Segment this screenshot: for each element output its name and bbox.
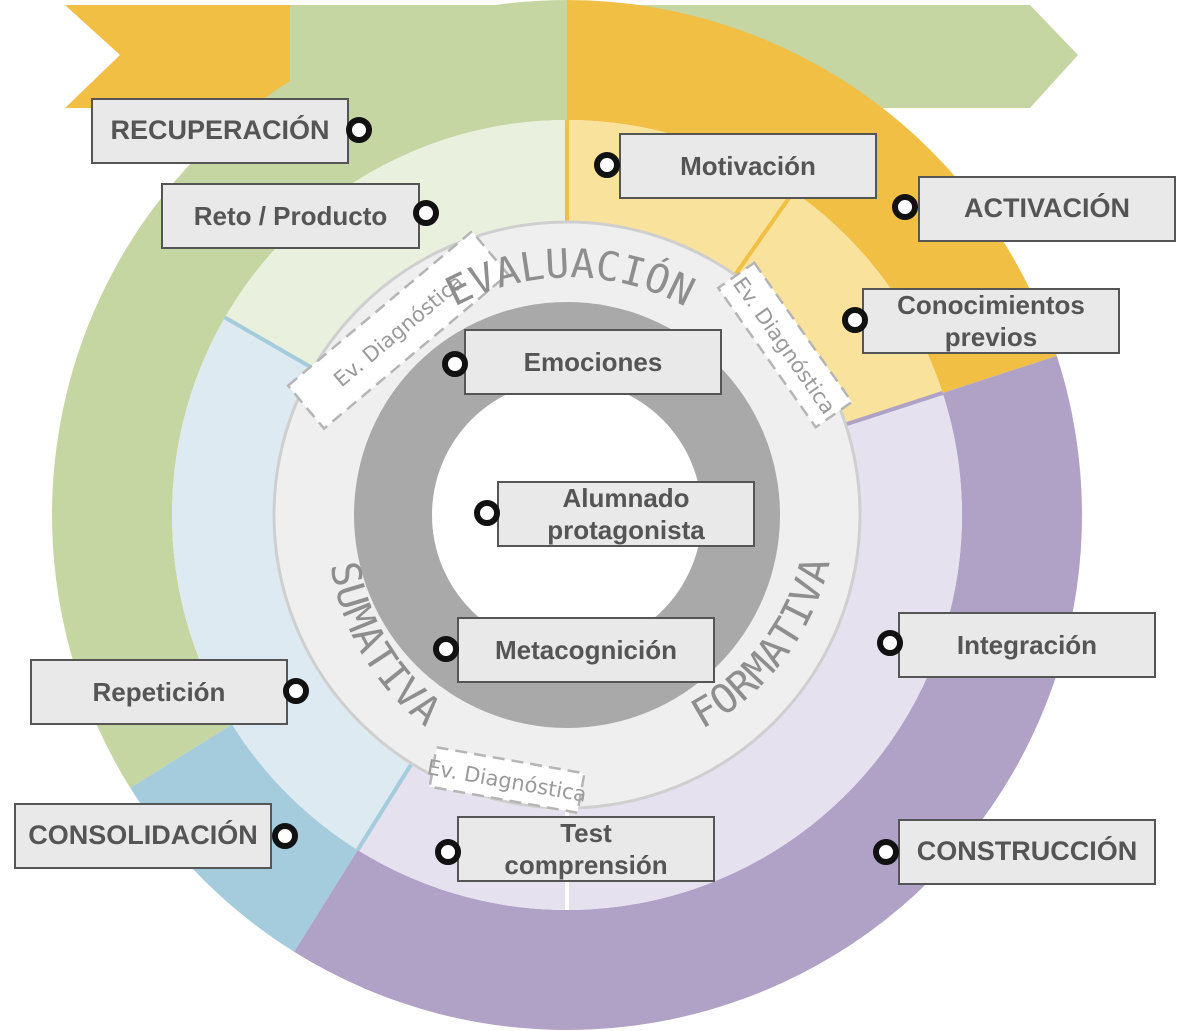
motivacion-label[interactable]: Motivación <box>619 133 877 199</box>
emociones-node[interactable] <box>442 351 468 377</box>
sector-divider-line <box>355 759 416 852</box>
consolidacion-label[interactable]: CONSOLIDACIÓN <box>14 803 272 869</box>
repeticion-label[interactable]: Repetición <box>30 659 288 725</box>
alumnado-protagonista-node[interactable] <box>474 500 500 526</box>
reto-producto-node[interactable] <box>413 200 439 226</box>
alumnado-protagonista-label[interactable]: Alumnado protagonista <box>497 481 755 547</box>
emociones-label[interactable]: Emociones <box>464 329 722 395</box>
integracion-node[interactable] <box>877 630 903 656</box>
consolidacion-node[interactable] <box>272 823 298 849</box>
activacion-label[interactable]: ACTIVACIÓN <box>918 176 1176 242</box>
test-comprension-label[interactable]: Test comprensión <box>457 816 715 882</box>
recuperacion-node[interactable] <box>346 117 372 143</box>
construccion-node[interactable] <box>873 839 899 865</box>
reto-producto-label[interactable]: Reto / Producto <box>161 183 420 249</box>
construccion-label[interactable]: CONSTRUCCIÓN <box>898 819 1156 885</box>
recuperacion-label[interactable]: RECUPERACIÓN <box>91 98 349 164</box>
conocimientos-previos-label[interactable]: Conocimientos previos <box>862 288 1120 354</box>
repeticion-node[interactable] <box>283 678 309 704</box>
metacognicion-label[interactable]: Metacognición <box>457 617 715 683</box>
test-comprension-node[interactable] <box>435 839 461 865</box>
sector-divider-line <box>842 391 944 428</box>
integracion-label[interactable]: Integración <box>898 612 1156 678</box>
conocimientos-previos-node[interactable] <box>842 307 868 333</box>
sector-divider-line <box>223 315 317 372</box>
construccion-inner-sector <box>357 392 962 911</box>
activacion-node[interactable] <box>892 194 918 220</box>
metacognicion-node[interactable] <box>433 636 459 662</box>
sector-divider-line <box>731 190 796 279</box>
motivacion-node[interactable] <box>594 152 620 178</box>
